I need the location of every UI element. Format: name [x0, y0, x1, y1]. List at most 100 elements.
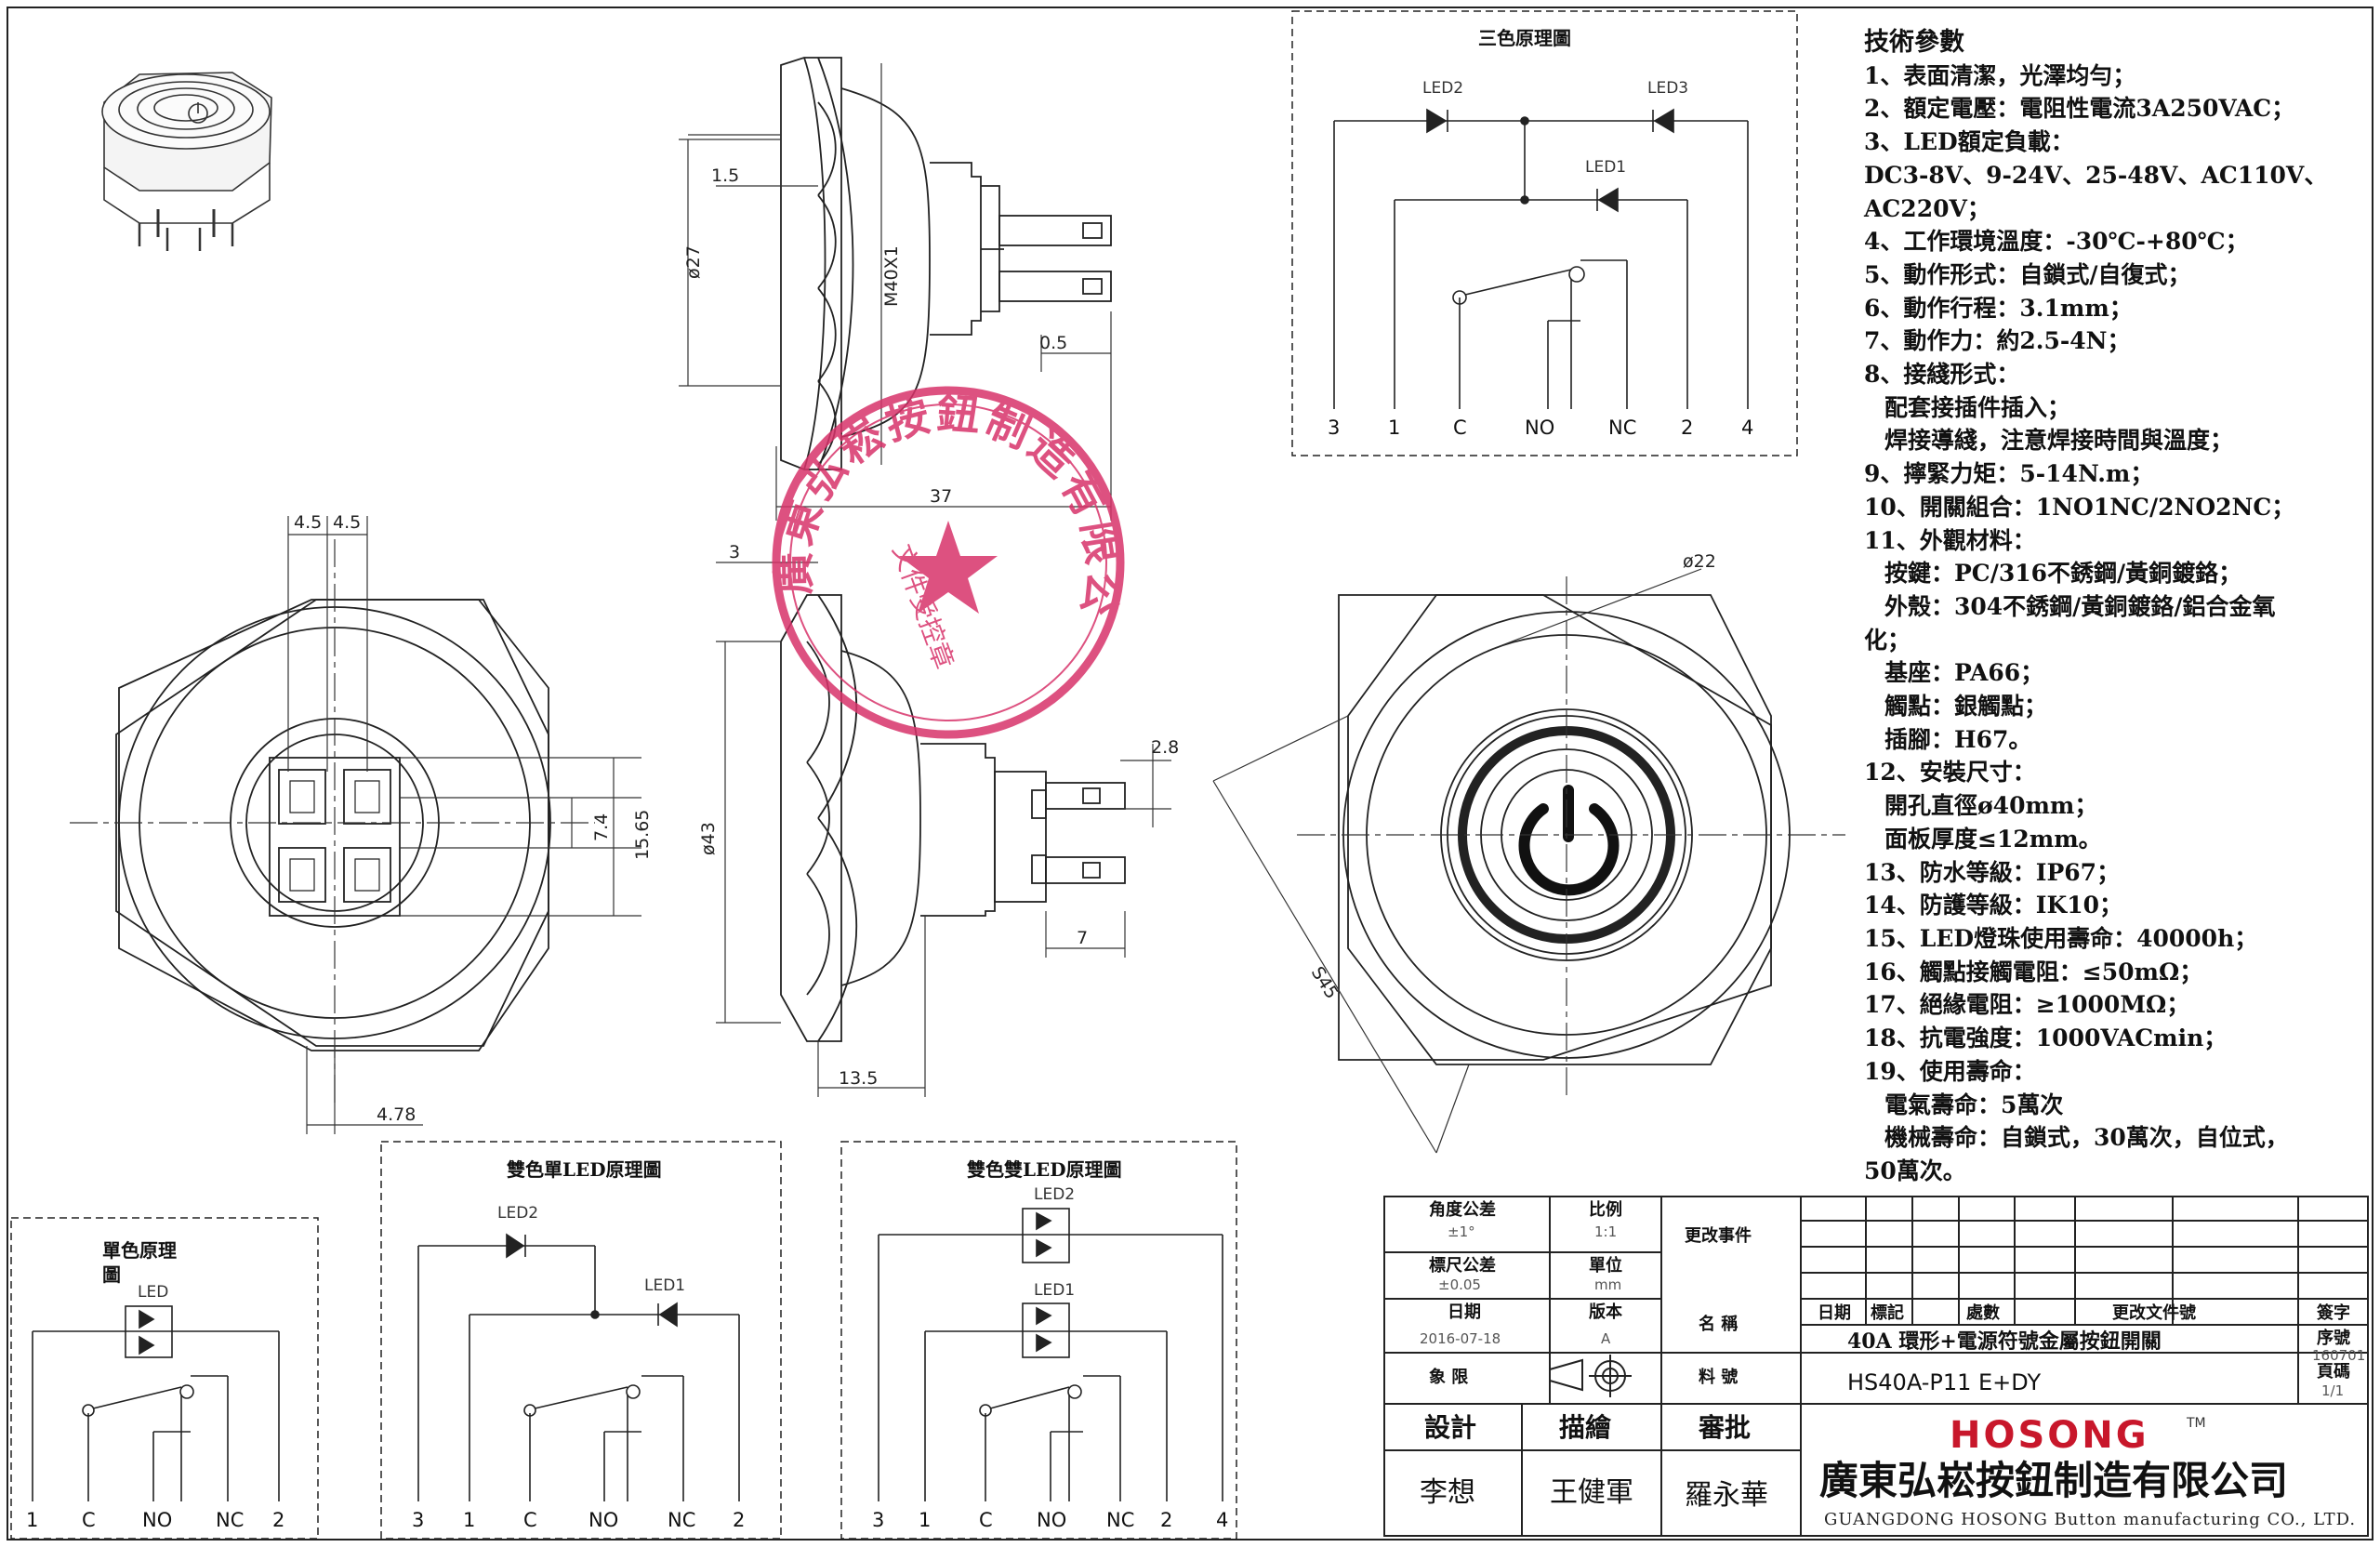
- single-pins: 1 C NO NC 2: [26, 1509, 284, 1531]
- drafter-name: 王健軍: [1550, 1476, 1633, 1509]
- spec-line: 7、動作力：約2.5-4N；: [1864, 327, 2131, 355]
- spec-line: 化；: [1864, 626, 1911, 654]
- spec-line: 11、外觀材料：: [1864, 526, 2036, 554]
- tri-schematic-frame: [1291, 10, 1798, 456]
- quadrant-symbol-icon: [1549, 1355, 1632, 1397]
- spec-line: 5、動作形式：自鎖式/自復式；: [1864, 260, 2191, 288]
- tri-pin-3: 3: [1328, 416, 1340, 439]
- tri-pin-2: 2: [1681, 416, 1693, 439]
- spec-line: 2、額定電壓：電阻性電流3A250VAC；: [1864, 95, 2295, 123]
- single-pin-nc: NC: [216, 1509, 244, 1531]
- specs-heading: 技術參數: [1864, 28, 1964, 57]
- tri-pin-1: 1: [1388, 416, 1400, 439]
- serial-value: 160701: [2312, 1347, 2365, 1364]
- dual1-pin-1: 1: [463, 1509, 475, 1531]
- dual1-led1-label: LED1: [644, 1276, 685, 1295]
- tri-schematic-wires: [1333, 108, 1749, 409]
- dim-7-4: 7.4: [591, 813, 612, 841]
- dim-15-65: 15.65: [632, 810, 653, 860]
- dual2-pin-no: NO: [1037, 1509, 1066, 1531]
- spec-line: 按鍵：PC/316不銹鋼/黃銅鍍鉻；: [1884, 560, 2242, 588]
- spec-line: 8、接綫形式：: [1864, 361, 2020, 389]
- dim-4-5-left: 4.5: [294, 512, 322, 533]
- spec-line: 10、開關組合：1NO1NC/2NO2NC；: [1864, 493, 2295, 521]
- product-3d-sketch: [101, 72, 272, 251]
- version-value: A: [1601, 1330, 1611, 1347]
- dim-0-5: 0.5: [1039, 333, 1067, 353]
- dual2-schematic-frame: [840, 1141, 1237, 1540]
- dual2-schematic-wires: [878, 1208, 1223, 1501]
- spec-line: 外殼：304不銹鋼/黃銅鍍鉻/鋁合金氧: [1884, 592, 2276, 620]
- designer-name: 李想: [1420, 1476, 1475, 1509]
- single-schematic-title-2: 圖: [102, 1263, 121, 1286]
- dim-tol-value: ±0.05: [1438, 1276, 1481, 1293]
- spec-line: 50萬次。: [1864, 1157, 1966, 1184]
- spec-line: 開孔直徑ø40mm；: [1884, 792, 2098, 820]
- draw-label: 描繪: [1559, 1412, 1612, 1443]
- spec-line: 14、防護等級：IK10；: [1864, 892, 2123, 919]
- power-icon: [1518, 785, 1620, 896]
- dual1-pin-c: C: [523, 1509, 537, 1531]
- brand-logo: HOSONG: [1950, 1414, 2149, 1457]
- spec-line: 插腳：H67。: [1884, 725, 2032, 753]
- history-sign: 簽字: [2317, 1302, 2350, 1323]
- dim-43: ø43: [698, 822, 719, 855]
- dim-m40: M40X1: [881, 245, 902, 307]
- single-pin-no: NO: [142, 1509, 172, 1531]
- spec-line: 16、觸點接觸電阻：≤50mΩ；: [1864, 958, 2203, 985]
- history-mark: 標記: [1871, 1302, 1904, 1323]
- review-label: 審批: [1698, 1412, 1751, 1443]
- spec-line: 18、抗電強度：1000VACmin；: [1864, 1025, 2228, 1052]
- spec-line: 6、動作行程：3.1mm；: [1864, 294, 2133, 322]
- single-schematic-wires: [32, 1305, 280, 1501]
- dual2-led2-label: LED2: [1034, 1185, 1075, 1204]
- part-no-label: 料 號: [1699, 1367, 1738, 1387]
- dual1-pins: 3 1 C NO NC 2: [412, 1509, 745, 1531]
- company-cn: 廣東弘崧按鈕制造有限公司: [1819, 1458, 2288, 1503]
- scale-label: 比例: [1589, 1199, 1622, 1220]
- history-doc: 更改文件號: [2112, 1302, 2196, 1323]
- dim-4-5-right: 4.5: [333, 512, 361, 533]
- single-led-label: LED: [138, 1283, 168, 1302]
- change-event-label: 更改事件: [1685, 1225, 1752, 1246]
- reviewer-name: 羅永華: [1685, 1479, 1768, 1512]
- quadrant-label: 象 限: [1429, 1367, 1469, 1387]
- bottom-view: [115, 599, 551, 1051]
- single-pin-2: 2: [272, 1509, 284, 1531]
- dim-3: 3: [729, 542, 740, 562]
- dual2-schematic-title: 雙色雙LED原理圖: [967, 1158, 1122, 1181]
- spec-line: 9、擰緊力矩：5-14N.m；: [1864, 460, 2154, 488]
- tri-led2-label: LED2: [1422, 79, 1463, 98]
- spec-line: 配套接插件插入；: [1884, 393, 2071, 421]
- unit-label: 單位: [1589, 1255, 1622, 1276]
- angle-tol-value: ±1°: [1448, 1223, 1475, 1240]
- spec-line: 觸點：銀觸點；: [1884, 693, 2048, 721]
- side-view-bottom-dims: [716, 562, 1171, 1097]
- spec-line: 19、使用壽命：: [1864, 1057, 2036, 1085]
- dual1-pin-no: NO: [588, 1509, 618, 1531]
- spec-line: 13、防水等級：IP67；: [1864, 858, 2121, 886]
- version-label: 版本: [1589, 1302, 1622, 1322]
- stamp-star-icon: [899, 521, 998, 614]
- spec-line: 12、安裝尺寸：: [1864, 759, 2036, 787]
- brand-tm: TM: [2186, 1416, 2206, 1431]
- spec-line: DC3-8V、9-24V、25-48V、AC110V、: [1864, 161, 2328, 189]
- tri-schematic-title: 三色原理圖: [1478, 27, 1571, 49]
- history-count: 處數: [1966, 1303, 2000, 1323]
- dim-4-78: 4.78: [377, 1104, 416, 1125]
- dim-22: ø22: [1683, 551, 1716, 572]
- spec-line: 面板厚度≤12mm。: [1884, 825, 2102, 853]
- single-schematic-title-1: 單色原理: [102, 1239, 177, 1262]
- tri-pin-no: NO: [1525, 416, 1554, 439]
- dim-13-5: 13.5: [839, 1068, 878, 1089]
- dual2-pin-c: C: [979, 1509, 993, 1531]
- tri-led1-label: LED1: [1585, 158, 1626, 177]
- side-view-top: [780, 57, 1112, 470]
- single-pin-c: C: [82, 1509, 96, 1531]
- single-schematic-frame: [10, 1217, 319, 1540]
- dual1-schematic-wires: [417, 1233, 740, 1501]
- side-view-top-dims: [679, 63, 1112, 521]
- drawing-border: [7, 7, 2373, 1540]
- dual1-schematic-frame: [380, 1141, 782, 1540]
